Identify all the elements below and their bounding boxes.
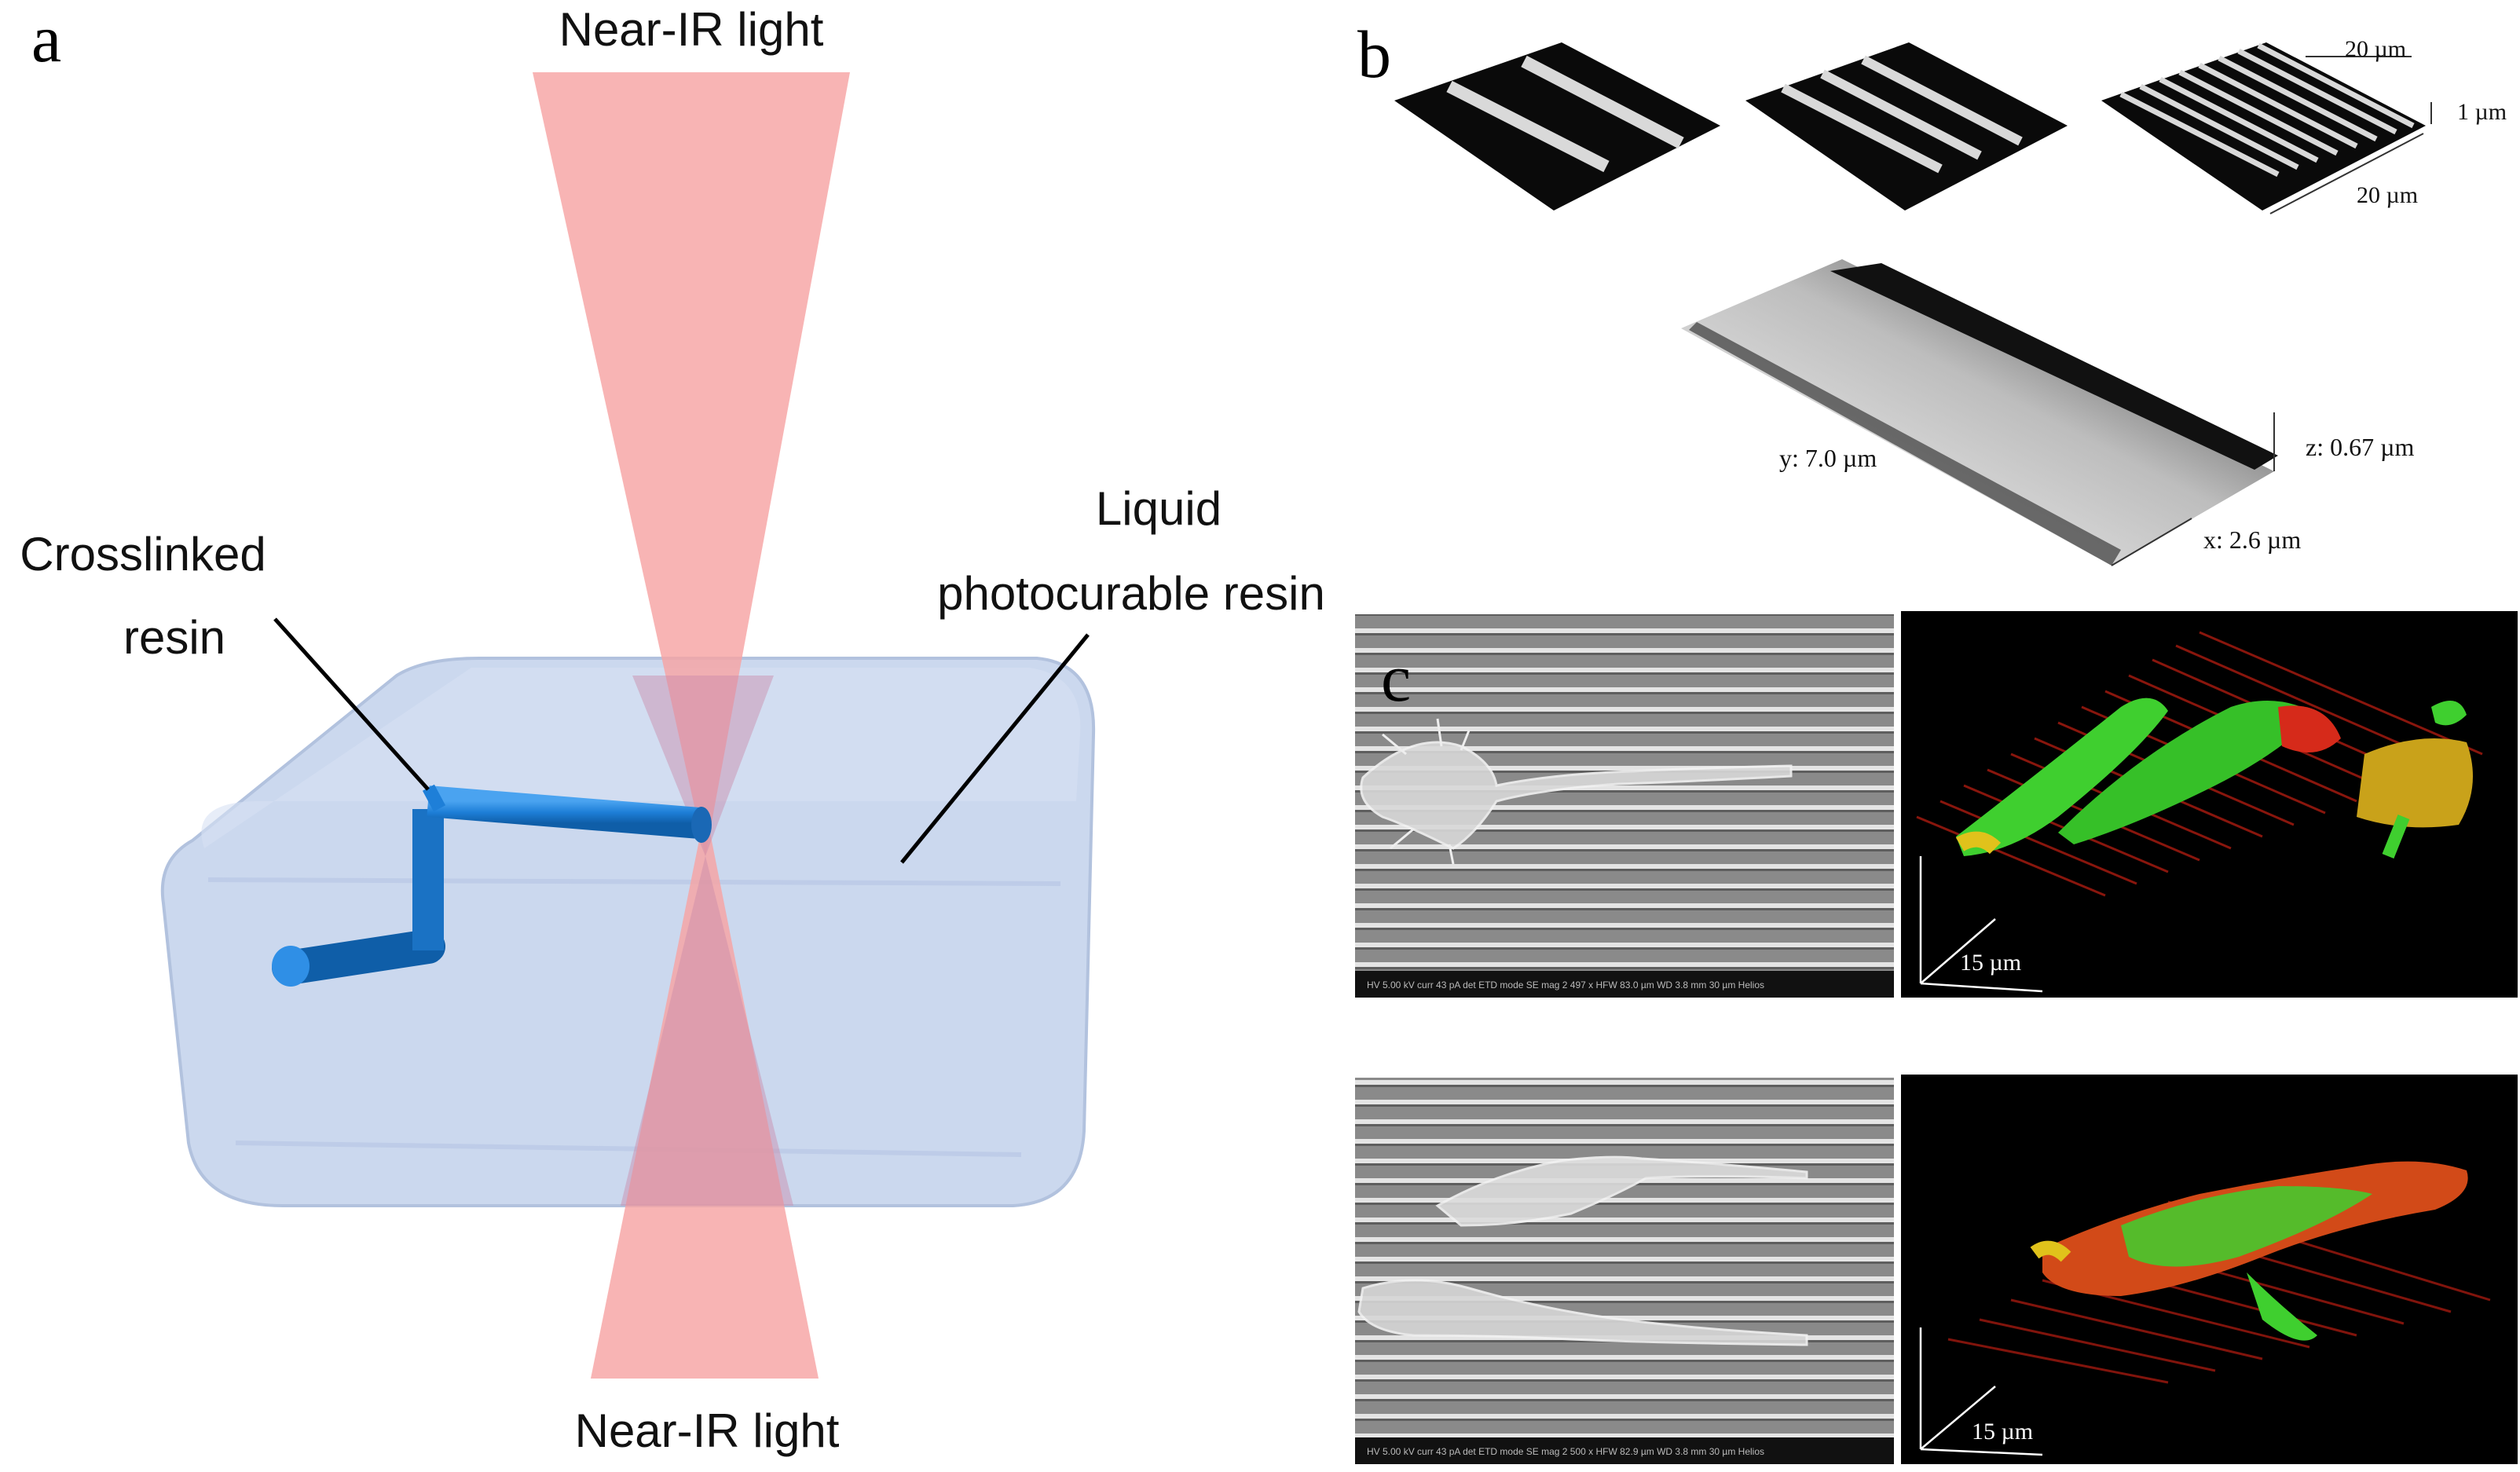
beam-in-resin-lower <box>621 856 793 1206</box>
cell-sem-bottom-2 <box>1357 1279 1808 1346</box>
liquid-leader <box>900 633 1090 864</box>
cell-fluor-top-1 <box>1956 698 2168 856</box>
ridge-y-label: y: 7.0 µm <box>1779 444 1877 472</box>
ridge-x-label: x: 2.6 µm <box>2203 525 2301 554</box>
dim-depth-label: 20 µm <box>2357 182 2418 208</box>
beam-in-resin <box>632 676 774 856</box>
axes-gizmo-bottom <box>1919 1327 2043 1456</box>
resin-block-edge <box>207 877 1061 1157</box>
resin-block-top-face <box>201 668 1081 848</box>
dim-width-label: 20 µm <box>2345 36 2406 62</box>
panel-a-letter: a <box>31 1 61 76</box>
near-ir-beam-upper <box>533 72 850 856</box>
surface-spacing-narrow <box>2101 42 2432 214</box>
liquid-label-line2: photocurable resin <box>937 567 1325 620</box>
surface-spacing-wide <box>1394 42 1720 211</box>
sem-info-top: HV 5.00 kV curr 43 pA det ETD mode SE ma… <box>1367 980 1764 990</box>
single-ridge-profile <box>1681 259 2278 566</box>
liquid-label-line1: Liquid <box>1096 482 1222 535</box>
panel-c-letter: c <box>1381 640 1411 716</box>
sem-info-bottom: HV 5.00 kV curr 43 pA det ETD mode SE ma… <box>1367 1446 1764 1457</box>
surface-spacing-medium <box>1745 42 2068 211</box>
near-ir-label-bottom: Near-IR light <box>575 1404 840 1457</box>
cell-fluor-top-2 <box>2058 701 2317 844</box>
scale-label-top: 15 µm <box>1960 950 2021 976</box>
ridge-z-label: z: 0.67 µm <box>2306 433 2415 461</box>
cell-sem-top <box>1360 741 1793 850</box>
confocal-image-top: 15 µm <box>1901 611 2518 998</box>
crosslinked-leader <box>273 617 430 791</box>
crosslinked-rod <box>272 784 712 987</box>
panel-b-letter: b <box>1357 16 1391 92</box>
crosslinked-label-line2: resin <box>123 611 225 664</box>
confocal-image-bottom: 15 µm <box>1901 1075 2518 1464</box>
panel-c: HV 5.00 kV curr 43 pA det ETD mode SE ma… <box>1355 611 2518 1464</box>
sem-image-top: HV 5.00 kV curr 43 pA det ETD mode SE ma… <box>1355 614 1894 998</box>
axes-gizmo-top <box>1919 856 2043 993</box>
panel-b: b <box>1357 16 2507 566</box>
sem-image-bottom: HV 5.00 kV curr 43 pA det ETD mode SE ma… <box>1355 1078 1894 1464</box>
near-ir-beam-lower <box>591 809 819 1379</box>
panel-a: a Near-IR light Near-IR light Crosslinke… <box>20 1 1325 1457</box>
crosslinked-label-line1: Crosslinked <box>20 528 266 580</box>
near-ir-label-top: Near-IR light <box>559 3 824 56</box>
cell-fluor-top-3 <box>2357 738 2473 828</box>
scale-label-bottom: 15 µm <box>1972 1419 2033 1445</box>
cell-sem-bottom-1 <box>1435 1155 1808 1227</box>
dim-height-label: 1 µm <box>2457 99 2507 125</box>
